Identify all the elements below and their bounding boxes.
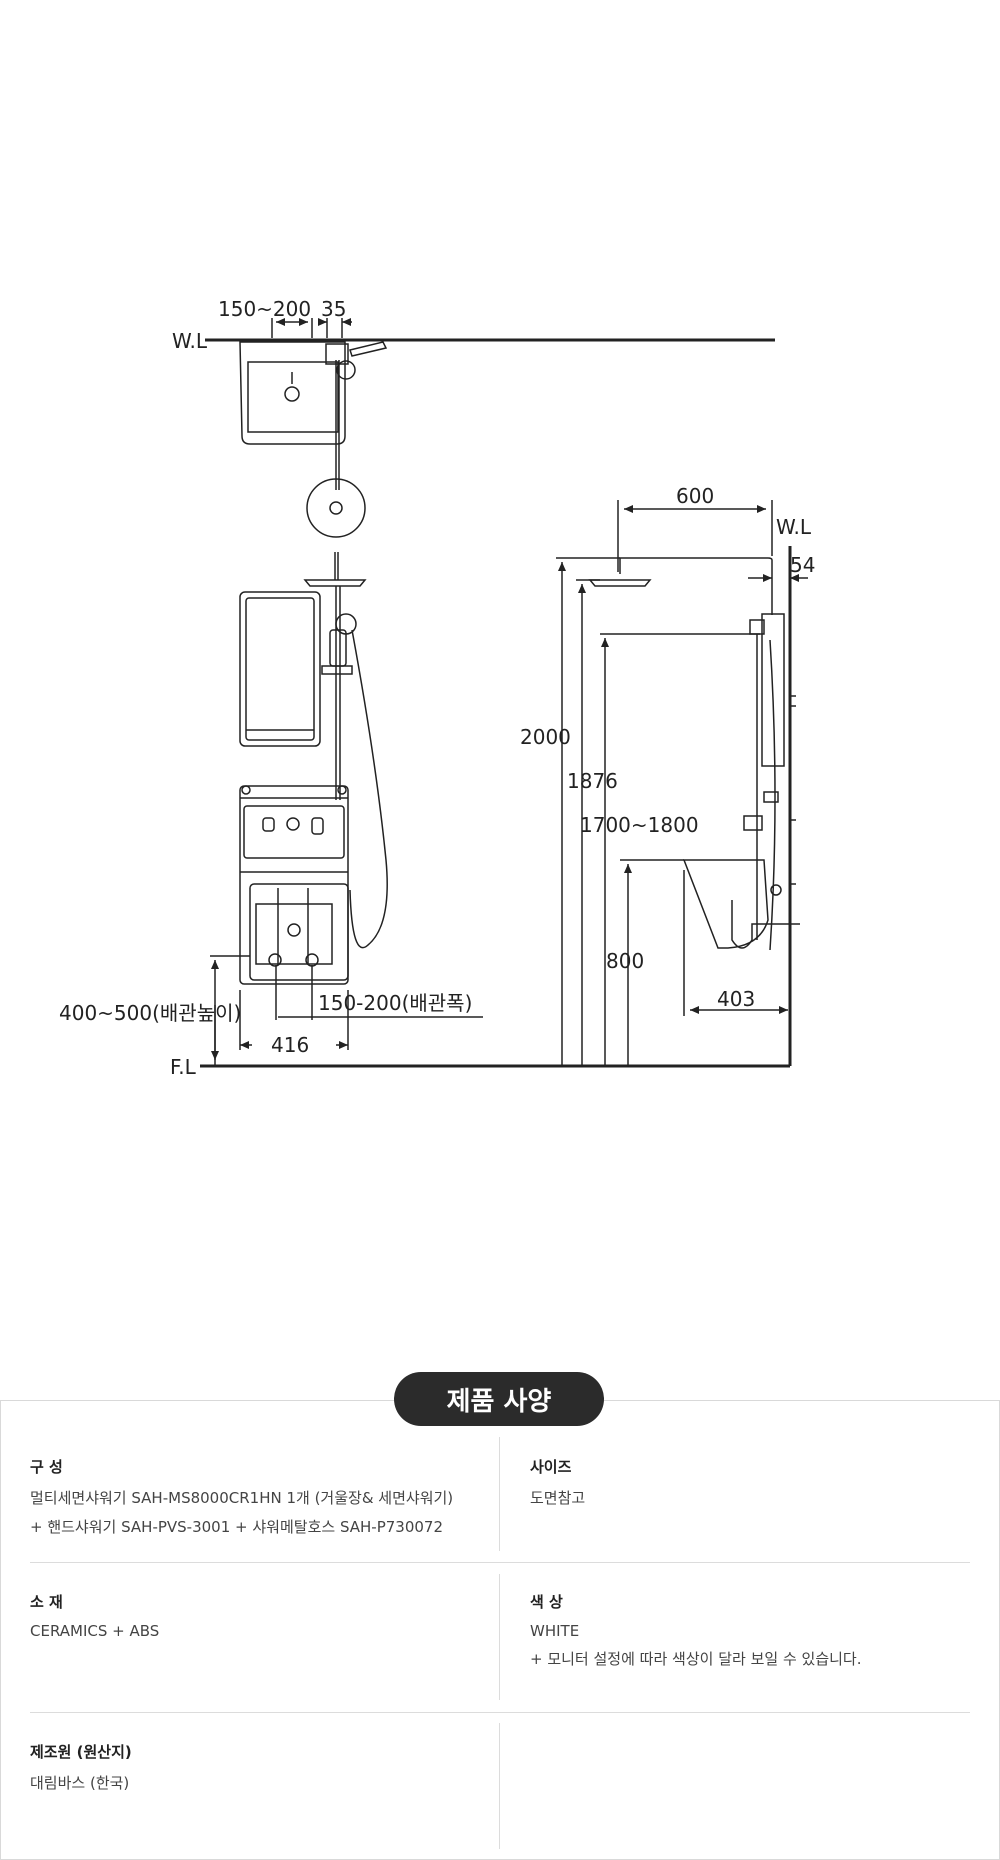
spec-color: 색 상 WHITE + 모니터 설정에 따라 색상이 달라 보일 수 있습니다.: [530, 1591, 970, 1669]
spec-composition-line: + 핸드샤워기 SAH-PVS-3001 + 샤워메탈호스 SAH-P73007…: [30, 1518, 444, 1536]
spec-composition-label: 구 성: [30, 1458, 63, 1476]
dim-2000: 2000: [520, 725, 571, 749]
spec-color-note: + 모니터 설정에 따라 색상이 달라 보일 수 있습니다.: [530, 1650, 862, 1668]
spec-size: 사이즈 도면참고: [530, 1456, 970, 1508]
basin-top-outline: [239, 341, 346, 445]
spec-origin-label: 제조원 (원산지): [30, 1743, 132, 1761]
spec-row-divider: [30, 1712, 970, 1713]
dim-1876: 1876: [567, 769, 618, 793]
dim-150-200-top: 150~200: [218, 297, 311, 321]
floor-line-label: F.L: [170, 1055, 197, 1079]
dim-150-200-pipe-width: 150-200(배관폭): [318, 991, 472, 1015]
hand-shower-front: [335, 613, 357, 635]
spec-composition: 구 성 멀티세면샤워기 SAH-MS8000CR1HN 1개 (거울장& 세면샤…: [30, 1456, 490, 1537]
shower-hose: [349, 629, 388, 949]
spec-color-value: WHITE: [530, 1622, 580, 1640]
spec-size-label: 사이즈: [530, 1458, 572, 1476]
dim-416: 416: [271, 1033, 309, 1057]
wall-line-label-right: W.L: [776, 515, 812, 539]
rain-shower-head-side: [588, 579, 652, 587]
dim-35: 35: [321, 297, 346, 321]
dim-403: 403: [717, 987, 755, 1011]
dim-54: 54: [790, 553, 815, 577]
side-view: [556, 500, 808, 1068]
spec-origin: 제조원 (원산지) 대림바스 (한국): [30, 1741, 490, 1793]
button-icon: [262, 817, 275, 832]
spec-material-label: 소 재: [30, 1593, 63, 1611]
spec-origin-value: 대림바스 (한국): [30, 1774, 130, 1792]
front-view: [210, 552, 483, 1065]
dim-800: 800: [606, 949, 644, 973]
spec-composition-line: 멀티세면샤워기 SAH-MS8000CR1HN 1개 (거울장& 세면샤워기): [30, 1489, 454, 1507]
mirror-cabinet-side: [761, 613, 785, 767]
spec-table: [0, 1400, 1000, 1860]
dim-600: 600: [676, 484, 714, 508]
wall-line-label-left: W.L: [172, 329, 208, 353]
basin-unit-front: [239, 785, 349, 985]
spec-title-badge: 제품 사양: [394, 1372, 604, 1426]
mirror-cabinet: [239, 591, 321, 747]
spec-size-value: 도면참고: [530, 1489, 586, 1507]
basin-top-bowl: [247, 361, 339, 433]
dim-1700-1800: 1700~1800: [580, 813, 699, 837]
basin-side: [682, 859, 769, 949]
spec-row-divider: [30, 1562, 970, 1563]
rain-shower-head-front: [303, 579, 367, 587]
spec-material-value: CERAMICS + ABS: [30, 1622, 160, 1640]
spec-divider: [499, 1574, 500, 1700]
dim-400-500-pipe-height: 400~500(배관높이): [59, 1001, 241, 1025]
spec-material: 소 재 CERAMICS + ABS: [30, 1591, 490, 1640]
spec-divider: [499, 1437, 500, 1551]
shower-head-top: [306, 478, 366, 538]
spec-divider: [499, 1723, 500, 1849]
top-view: [205, 318, 775, 538]
spec-color-label: 색 상: [530, 1593, 563, 1611]
installation-drawing: W.L 150~200 35: [59, 297, 815, 1079]
